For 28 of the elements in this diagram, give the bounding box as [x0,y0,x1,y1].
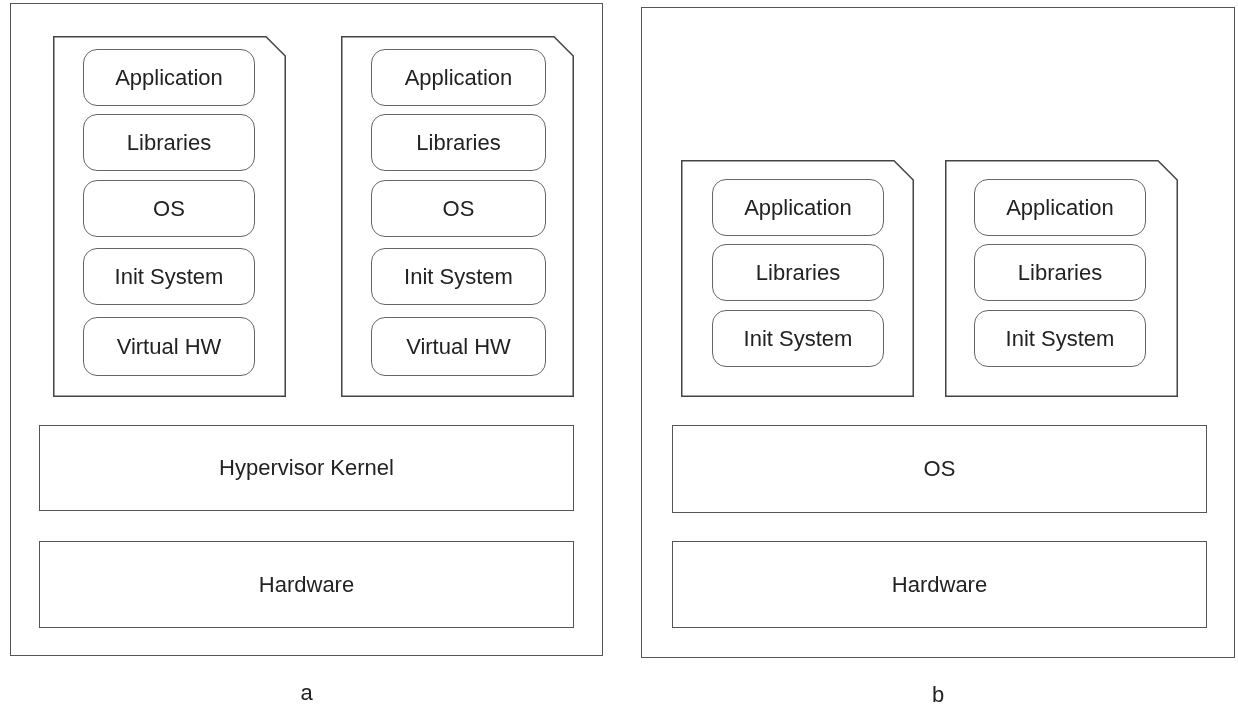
stack-layer: Application [83,49,255,106]
stack-layer: Libraries [974,244,1146,301]
stack-layer: Init System [712,310,884,367]
stack-layer: Application [712,179,884,236]
container-document [945,160,1178,397]
stack-layer: Application [371,49,546,106]
stack-layer: Init System [83,248,255,305]
container-document [53,36,286,397]
stack-layer: Libraries [371,114,546,171]
container-document [341,36,574,397]
stack-layer: OS [371,180,546,237]
panel-frame [10,3,603,656]
panel-caption: a [299,679,314,704]
stack-layer: Application [974,179,1146,236]
panel-frame [641,7,1235,658]
stack-layer: Virtual HW [83,317,255,376]
container-document [681,160,914,397]
platform-layer: Hardware [672,541,1207,628]
stack-layer: Virtual HW [371,317,546,376]
panel-caption: b [930,681,946,704]
stack-layer: Libraries [712,244,884,301]
platform-layer: Hardware [39,541,574,628]
platform-layer: Hypervisor Kernel [39,425,574,511]
stack-layer: Init System [371,248,546,305]
stack-layer: OS [83,180,255,237]
stack-layer: Libraries [83,114,255,171]
platform-layer: OS [672,425,1207,513]
stack-layer: Init System [974,310,1146,367]
